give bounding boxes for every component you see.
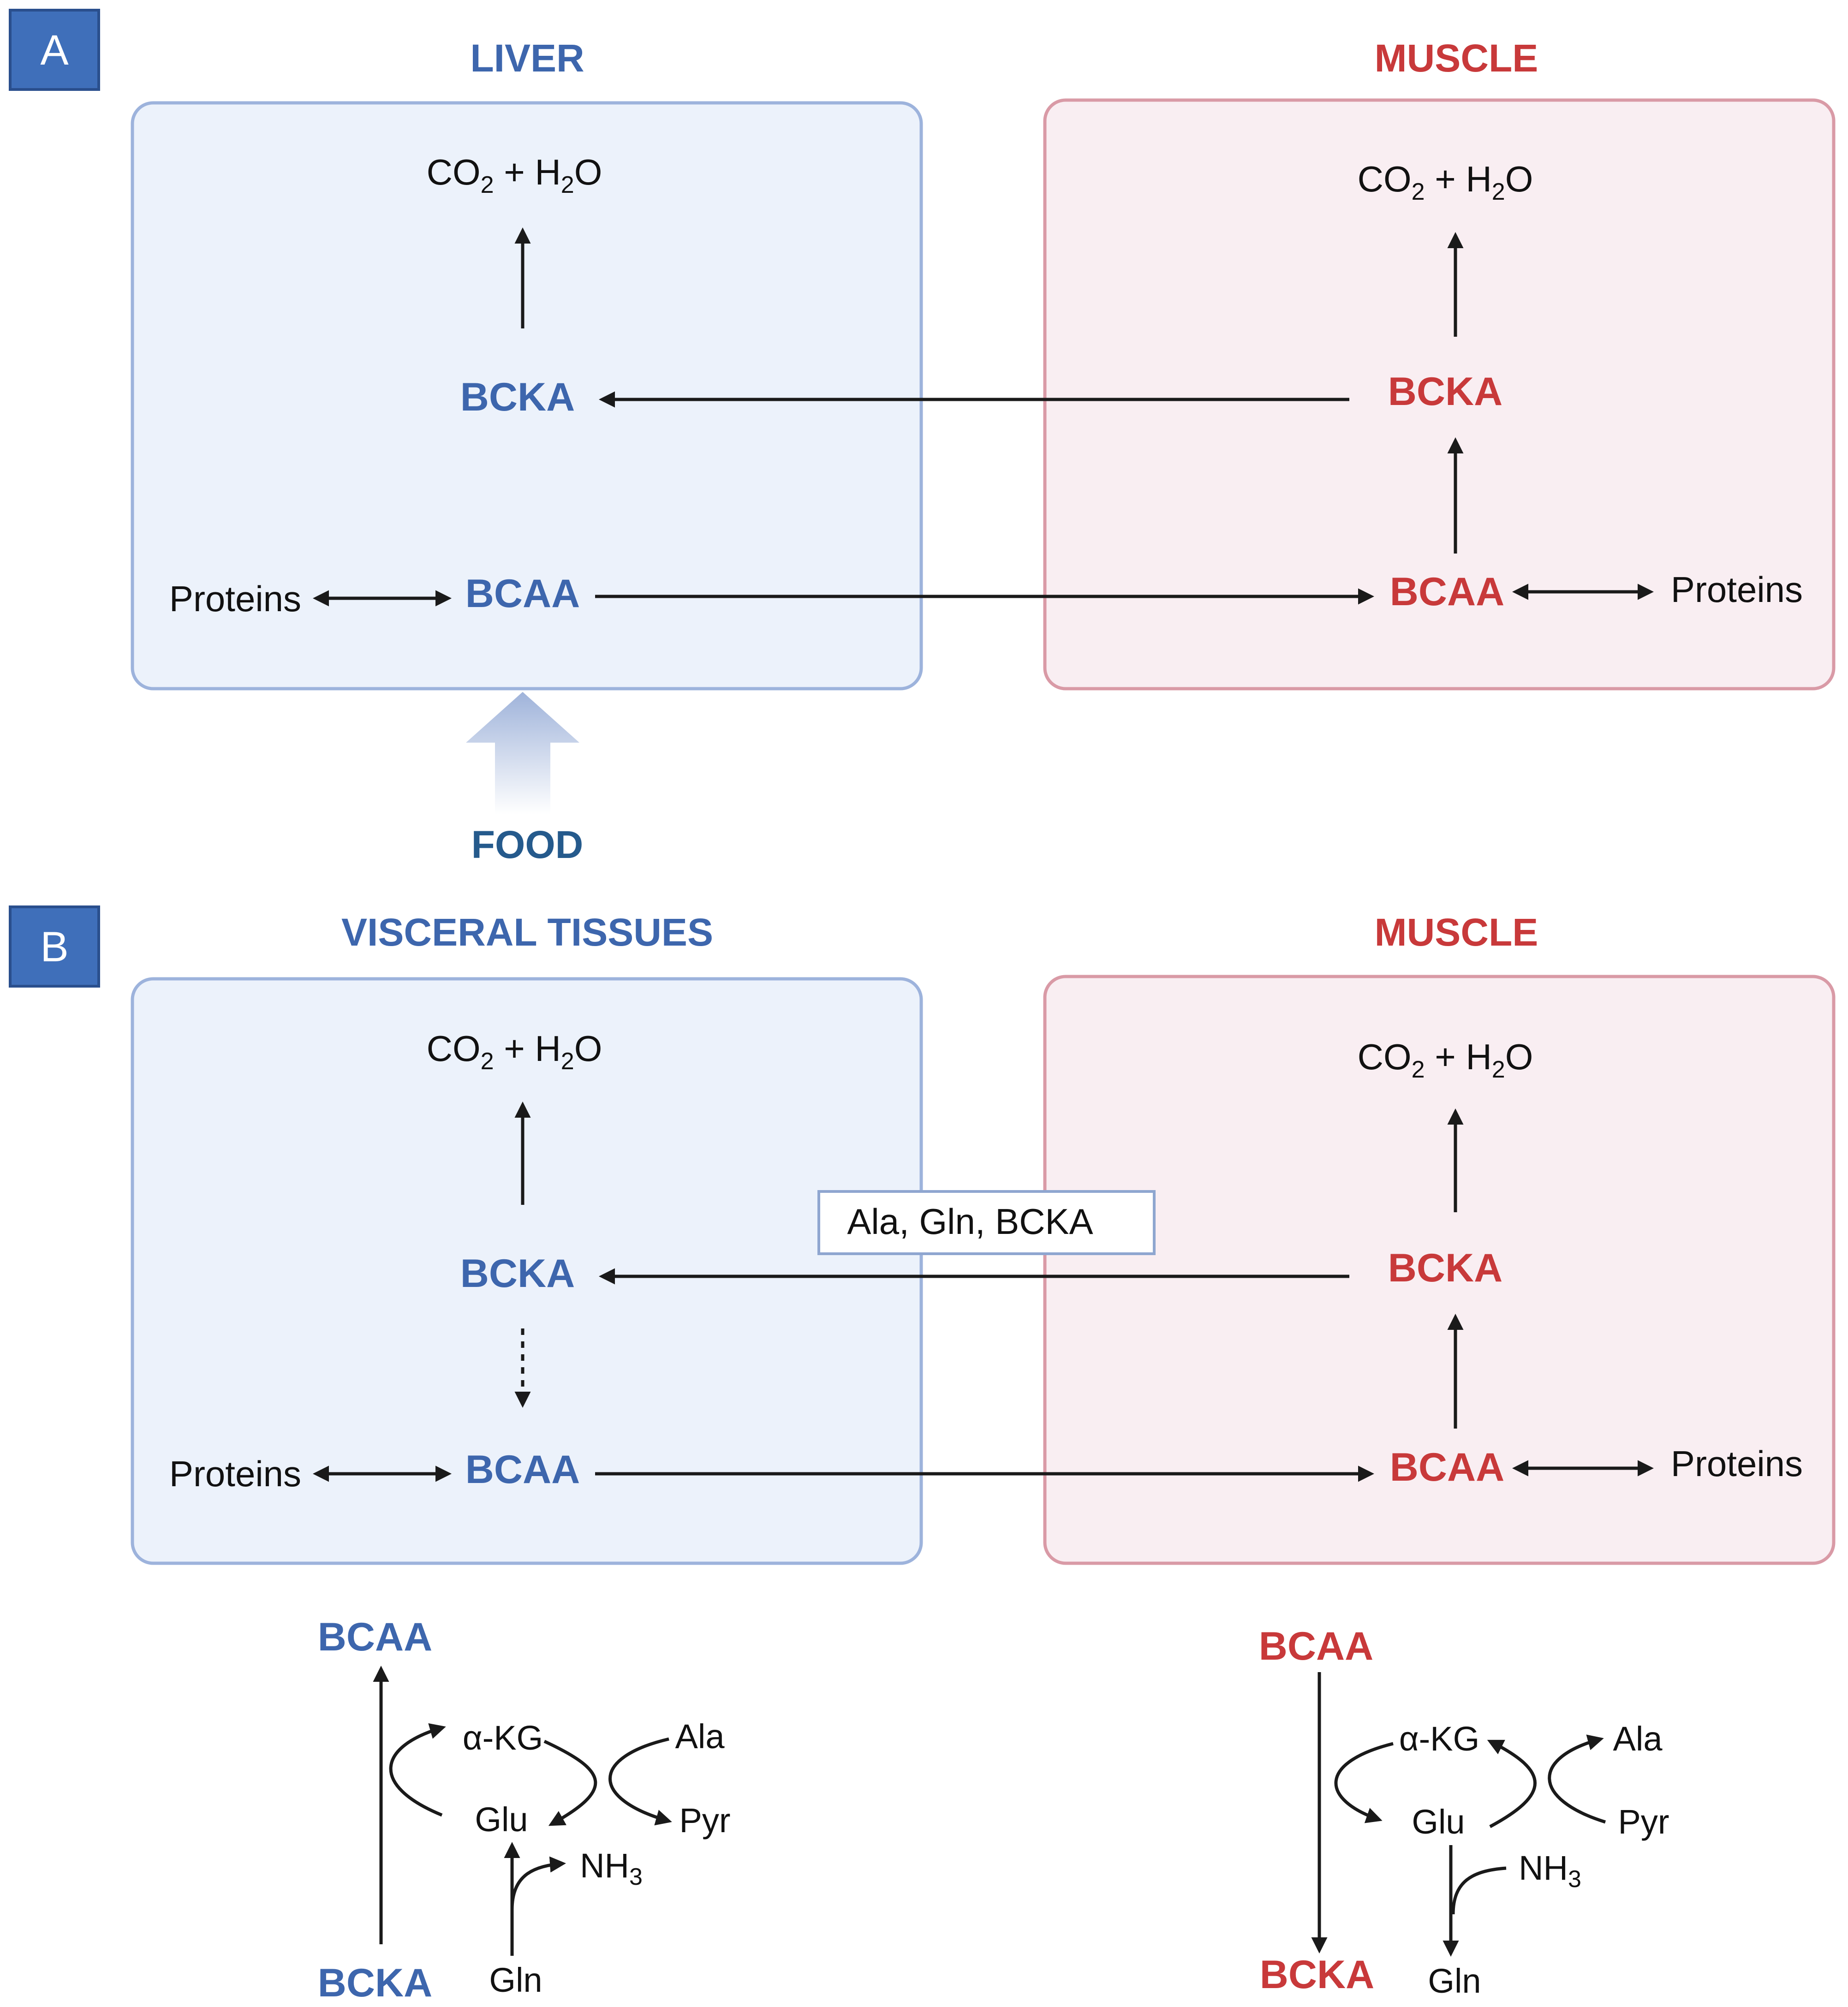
bl-curve-akg-to-glu: [543, 1739, 597, 1826]
visceral-bcka: BCKA: [460, 1251, 575, 1296]
food-label: FOOD: [471, 823, 584, 866]
panel-b-label: B: [40, 923, 68, 971]
liver-product: CO2 + H2O: [427, 152, 602, 198]
liver-title: LIVER: [470, 36, 584, 80]
muscle-a-product: CO2 + H2O: [1358, 159, 1533, 205]
visceral-bcaa: BCAA: [465, 1447, 580, 1492]
br-curve-nh3-in: [1451, 1866, 1507, 1915]
bl-gln: Gln: [489, 1961, 542, 1999]
bottom-left-cycle: BCAA BCKA α-KG Glu Ala Pyr NH3 Gln: [318, 1615, 731, 2005]
visceral-box: [131, 977, 923, 1565]
br-bcaa: BCAA: [1259, 1624, 1373, 1668]
bl-nh3: NH3: [580, 1846, 643, 1890]
br-nh3: NH3: [1519, 1849, 1581, 1893]
bl-curve-to-nh3: [510, 1856, 566, 1910]
bl-bcka: BCKA: [318, 1961, 432, 2005]
br-curve-akg-to-glu: [1334, 1742, 1394, 1823]
bl-bcaa: BCAA: [318, 1615, 432, 1659]
muscle-b-bcka: BCKA: [1388, 1246, 1502, 1290]
liver-bcaa: BCAA: [465, 572, 580, 616]
muscle-box-b: [1043, 975, 1836, 1565]
panel-b: B VISCERAL TISSUES MUSCLE CO2 + H2O BCKA…: [9, 905, 1836, 1565]
br-akg: α-KG: [1399, 1720, 1479, 1758]
food-arrow: [466, 692, 579, 814]
transfer-label-box: [817, 1190, 1156, 1255]
muscle-a-proteins: Proteins: [1671, 569, 1803, 610]
muscle-b-proteins: Proteins: [1671, 1443, 1803, 1484]
panel-b-label-badge: [9, 905, 100, 988]
bl-ala: Ala: [675, 1717, 725, 1756]
muscle-title-a: MUSCLE: [1375, 36, 1538, 80]
muscle-title-b: MUSCLE: [1375, 911, 1538, 954]
br-pyr: Pyr: [1618, 1803, 1669, 1841]
liver-proteins: Proteins: [169, 578, 301, 619]
br-curve-glu-to-akg: [1487, 1739, 1537, 1828]
bl-akg: α-KG: [463, 1719, 543, 1757]
br-gln: Gln: [1428, 1962, 1481, 2000]
visceral-product: CO2 + H2O: [427, 1028, 602, 1075]
muscle-b-bcaa: BCAA: [1390, 1445, 1504, 1489]
muscle-box-a: [1043, 98, 1836, 691]
br-ala: Ala: [1613, 1720, 1663, 1758]
muscle-b-product: CO2 + H2O: [1358, 1036, 1533, 1083]
bottom-right-cycle: BCAA BCKA α-KG Glu Ala Pyr NH3 Gln: [1259, 1624, 1669, 2000]
muscle-a-bcka: BCKA: [1388, 369, 1502, 414]
bl-curve-ala-to-pyr: [608, 1737, 672, 1826]
bl-glu: Glu: [475, 1800, 528, 1839]
muscle-a-bcaa: BCAA: [1390, 570, 1504, 614]
bl-pyr: Pyr: [680, 1801, 731, 1840]
bl-curve-glu-to-akg: [389, 1723, 446, 1817]
panel-a-label-badge: [9, 9, 100, 91]
liver-bcka: BCKA: [460, 375, 575, 419]
panel-a-label: A: [40, 27, 69, 74]
br-bcka: BCKA: [1260, 1953, 1374, 1997]
transfer-label: Ala, Gln, BCKA: [847, 1201, 1093, 1242]
visceral-proteins: Proteins: [169, 1453, 301, 1494]
br-curve-pyr-to-ala: [1548, 1734, 1606, 1824]
visceral-title: VISCERAL TISSUES: [341, 911, 713, 954]
panel-a: A LIVER MUSCLE CO2 + H2O BCKA BCAA Prote…: [9, 9, 1836, 866]
br-glu: Glu: [1412, 1803, 1465, 1841]
liver-box: [131, 101, 923, 691]
